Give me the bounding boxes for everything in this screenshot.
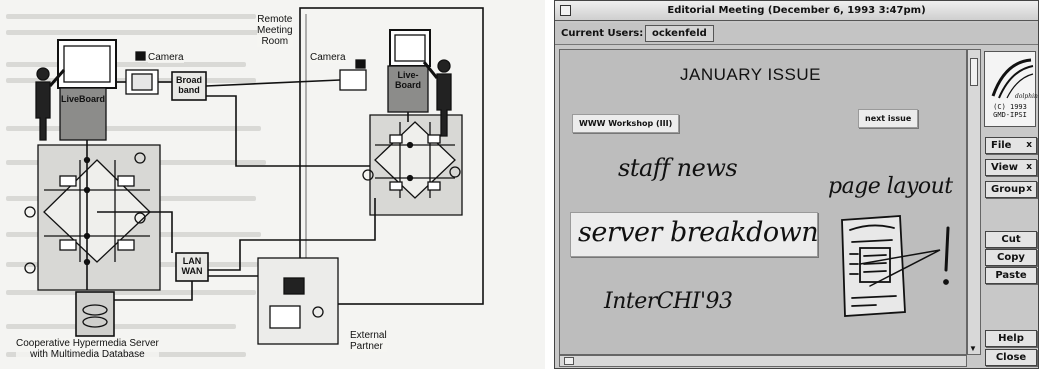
menu-file-mark: x: [1026, 138, 1032, 153]
whiteboard-canvas[interactable]: JANUARY ISSUE WWW Workshop (III) next is…: [559, 49, 967, 355]
network-diagram: [0, 0, 545, 369]
menu-group[interactable]: Group x: [985, 181, 1037, 198]
horizontal-scrollbar[interactable]: [559, 355, 967, 367]
canvas-heading: JANUARY ISSUE: [680, 65, 821, 85]
paper-scan: Remote Meeting Room Camera Camera Broad …: [0, 0, 545, 369]
menu-group-mark: x: [1026, 182, 1032, 197]
card-www-workshop[interactable]: WWW Workshop (III): [572, 114, 679, 133]
handwriting-interchi[interactable]: InterCHI'93: [604, 289, 733, 314]
vertical-scroll-thumb[interactable]: [970, 58, 978, 86]
current-users-label: Current Users:: [561, 28, 643, 39]
camera-left: [136, 52, 145, 60]
editor-window: Editorial Meeting (December 6, 1993 3:47…: [554, 0, 1039, 369]
logo-brand: dolphin: [1015, 93, 1038, 100]
menu-view[interactable]: View x: [985, 159, 1037, 176]
title-bar[interactable]: Editorial Meeting (December 6, 1993 3:47…: [555, 1, 1038, 21]
remote-room-label: Remote Meeting Room: [257, 14, 293, 47]
logo-copyright: (C) 1993 GMD-IPSI: [985, 103, 1035, 119]
vertical-scrollbar[interactable]: ▼: [967, 49, 981, 355]
close-button[interactable]: Close: [985, 349, 1037, 366]
server-label: Cooperative Hypermedia Server with Multi…: [16, 338, 159, 360]
copy-button[interactable]: Copy: [985, 249, 1037, 266]
menu-file[interactable]: File x: [985, 137, 1037, 154]
camera-right: [356, 60, 365, 68]
exclaim-stroke: [946, 228, 948, 270]
camera-left-label: Camera: [148, 52, 184, 63]
scroll-down-arrow-icon[interactable]: ▼: [969, 345, 977, 353]
lan-wan-label: LAN WAN: [177, 256, 207, 276]
handwriting-page-layout[interactable]: page layout: [828, 174, 953, 199]
external-partner-room: [258, 258, 338, 344]
card-next-issue[interactable]: next issue: [858, 109, 918, 128]
liveboard-left-label: LiveBoard: [58, 94, 108, 104]
external-partner-label: External Partner: [350, 330, 387, 352]
handwriting-staff-news[interactable]: staff news: [618, 154, 737, 182]
help-button[interactable]: Help: [985, 330, 1037, 347]
camera-right-label: Camera: [310, 52, 346, 63]
menu-file-label: File: [991, 140, 1011, 151]
handwriting-server-breakdown[interactable]: server breakdown: [578, 217, 818, 248]
current-users-bar: Current Users: ockenfeld: [555, 23, 1038, 45]
menu-view-mark: x: [1026, 160, 1032, 175]
cut-button[interactable]: Cut: [985, 231, 1037, 248]
server-tower: [76, 292, 114, 336]
menu-view-label: View: [991, 162, 1018, 173]
window-title: Editorial Meeting (December 6, 1993 3:47…: [555, 5, 1038, 16]
paste-button[interactable]: Paste: [985, 267, 1037, 284]
dolphin-logo: dolphin (C) 1993 GMD-IPSI: [984, 51, 1036, 127]
liveboard-right-label: Live- Board: [388, 70, 428, 90]
current-users-value: ockenfeld: [645, 25, 714, 42]
horizontal-scroll-thumb[interactable]: [564, 357, 574, 365]
menu-group-label: Group: [991, 184, 1025, 195]
broadband-label: Broad band: [173, 75, 205, 95]
